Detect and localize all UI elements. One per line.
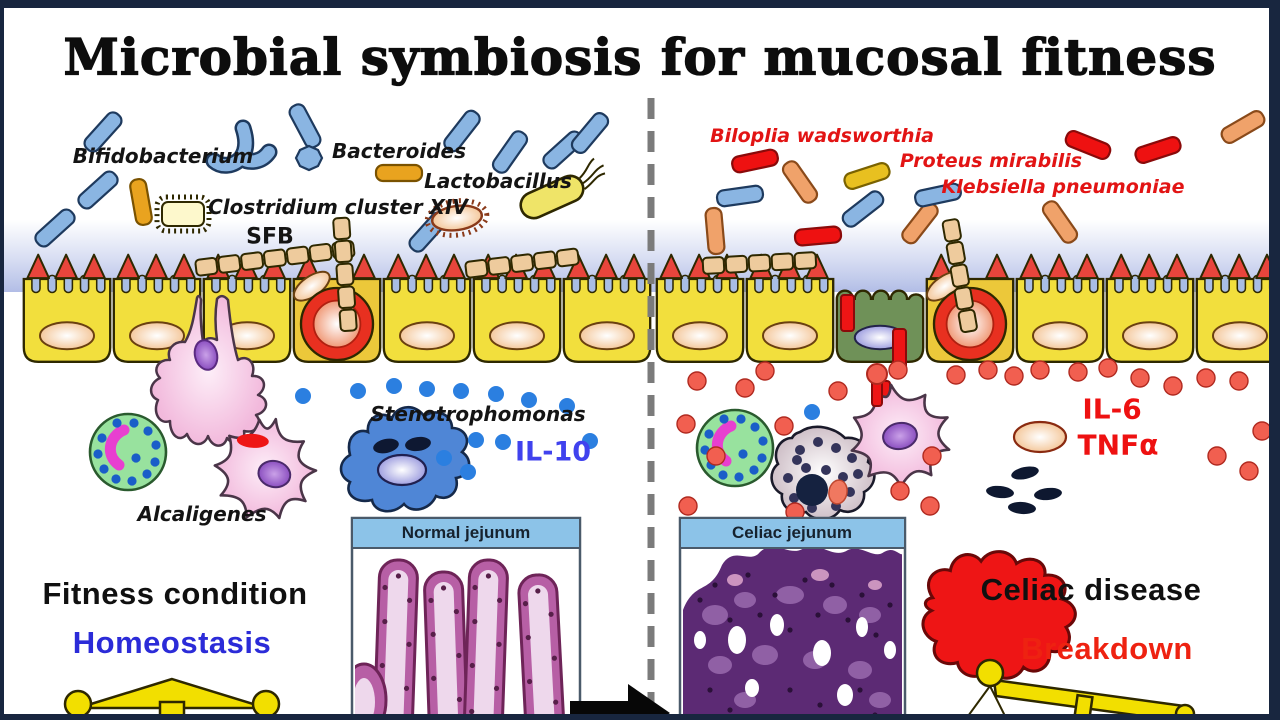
alcaligenes-cell-left	[90, 414, 166, 490]
frame-border-bottom	[0, 714, 1280, 720]
coccus-bacterium	[294, 144, 324, 172]
label-fitness-condition: Fitness condition	[42, 576, 308, 611]
label-sfb: SFB	[246, 224, 294, 250]
dark-oval-debris	[986, 466, 1062, 515]
label-il10: IL-10	[514, 436, 592, 468]
histology-normal-title: Normal jejunum	[401, 523, 531, 542]
spiky-bacterium-oval	[424, 198, 490, 238]
balance-scale-right	[963, 658, 1196, 720]
label-homeostasis: Homeostasis	[72, 625, 272, 660]
il10-dots	[295, 378, 820, 480]
label-clostridium-cluster: Clostridium cluster XIV	[208, 195, 468, 219]
figure-title: Microbial symbiosis for mucosal fitness	[63, 27, 1217, 87]
frame-border-top	[0, 0, 1280, 8]
star-cell-right	[840, 374, 960, 496]
alcaligenes-cell-right	[697, 410, 773, 486]
label-bacteroides: Bacteroides	[332, 139, 466, 163]
histology-celiac	[678, 516, 907, 720]
frame-border-right	[1269, 0, 1280, 720]
label-bifidobacterium: Bifidobacterium	[72, 144, 254, 168]
label-bilophila: Biloplia wadsworthia	[710, 125, 934, 147]
label-alcaligenes: Alcaligenes	[137, 502, 267, 526]
inflammatory-macrophage	[921, 420, 1077, 680]
commensal-bacteria	[31, 100, 613, 256]
transition-arrow	[570, 684, 670, 720]
lactobacillus-capsule	[519, 157, 606, 220]
label-klebsiella: Klebsiella pneumoniae	[941, 176, 1185, 198]
frame-border-left	[0, 0, 4, 720]
label-proteus: Proteus mirabilis	[899, 150, 1083, 172]
star-cell-left	[204, 407, 327, 531]
histology-celiac-title: Celiac jejunum	[732, 523, 852, 542]
label-breakdown: Breakdown	[1021, 631, 1193, 666]
label-celiac-disease: Celiac disease	[980, 572, 1202, 607]
red-pin-molecule	[866, 363, 888, 407]
label-il6: IL-6	[1082, 392, 1142, 426]
histology-normal	[350, 516, 582, 720]
label-tnfa: TNFα	[1077, 428, 1159, 462]
inflammatory-dots	[676, 358, 1272, 541]
label-stenotrophomonas: Stenotrophomonas	[370, 402, 586, 426]
stenotrophomonas-cell	[339, 405, 471, 513]
spiky-bacterium-rect	[154, 194, 212, 234]
y-shaped-bacterium	[205, 119, 278, 174]
label-lactobacillus: Lactobacillus	[424, 169, 572, 193]
granulocyte-cell	[770, 425, 876, 521]
